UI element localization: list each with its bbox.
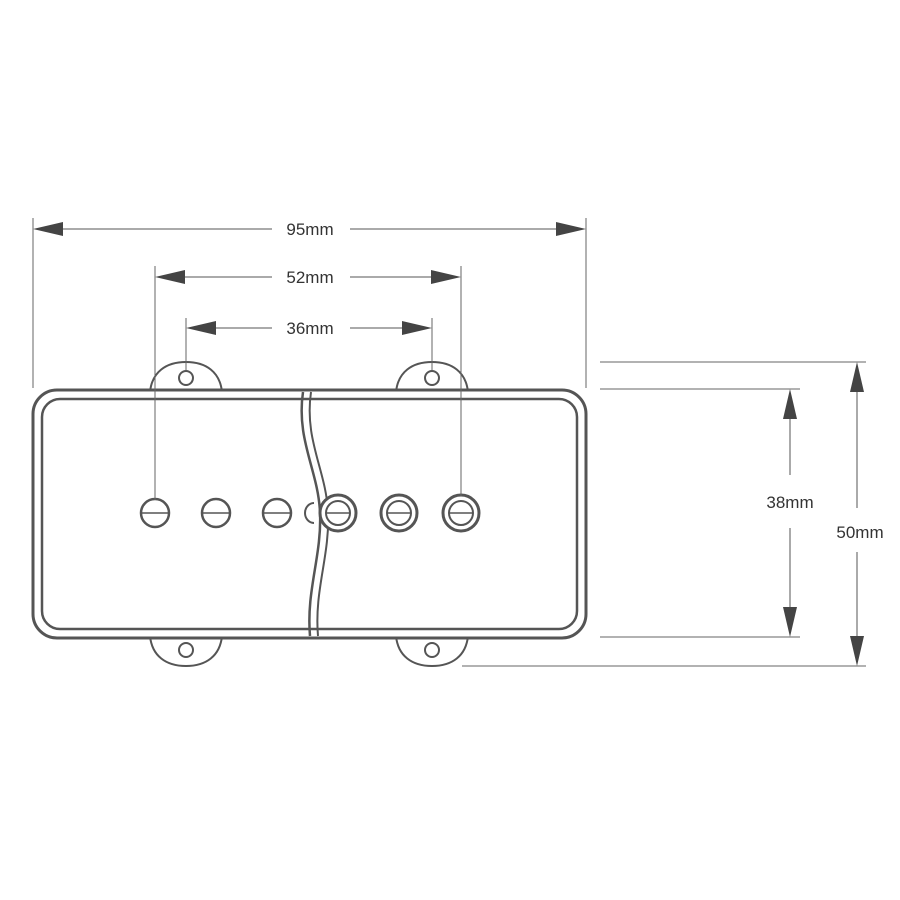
dim-label-36mm: 36mm (286, 319, 333, 338)
dim-label-52mm: 52mm (286, 268, 333, 287)
dimension-pole-span: 52mm (155, 268, 461, 287)
mounting-ears (148, 360, 470, 668)
dimension-mount-hole-span: 36mm (186, 319, 432, 338)
pole-piece-1 (139, 497, 171, 529)
pole-piece-2 (200, 497, 232, 529)
mount-hole-bottom-right (424, 642, 440, 658)
pole-piece-5 (379, 493, 419, 533)
dim-label-38mm: 38mm (766, 493, 813, 512)
dim-label-95mm: 95mm (286, 220, 333, 239)
pole-piece-4 (318, 493, 358, 533)
mount-hole-top-right (424, 370, 440, 386)
pole-pieces-exposed (318, 493, 481, 533)
dimension-overall-height: 50mm (836, 362, 884, 666)
mount-hole-top-left (178, 370, 194, 386)
dim-label-50mm: 50mm (836, 523, 883, 542)
dimension-body-height: 38mm (766, 389, 814, 637)
pole-pieces-cover (139, 497, 315, 529)
pole-piece-6 (441, 493, 481, 533)
mount-hole-bottom-left (178, 642, 194, 658)
extension-lines (32, 218, 866, 667)
pole-piece-3 (261, 497, 293, 529)
dimension-overall-width: 95mm (33, 220, 586, 239)
pole-piece-partial (304, 502, 315, 524)
